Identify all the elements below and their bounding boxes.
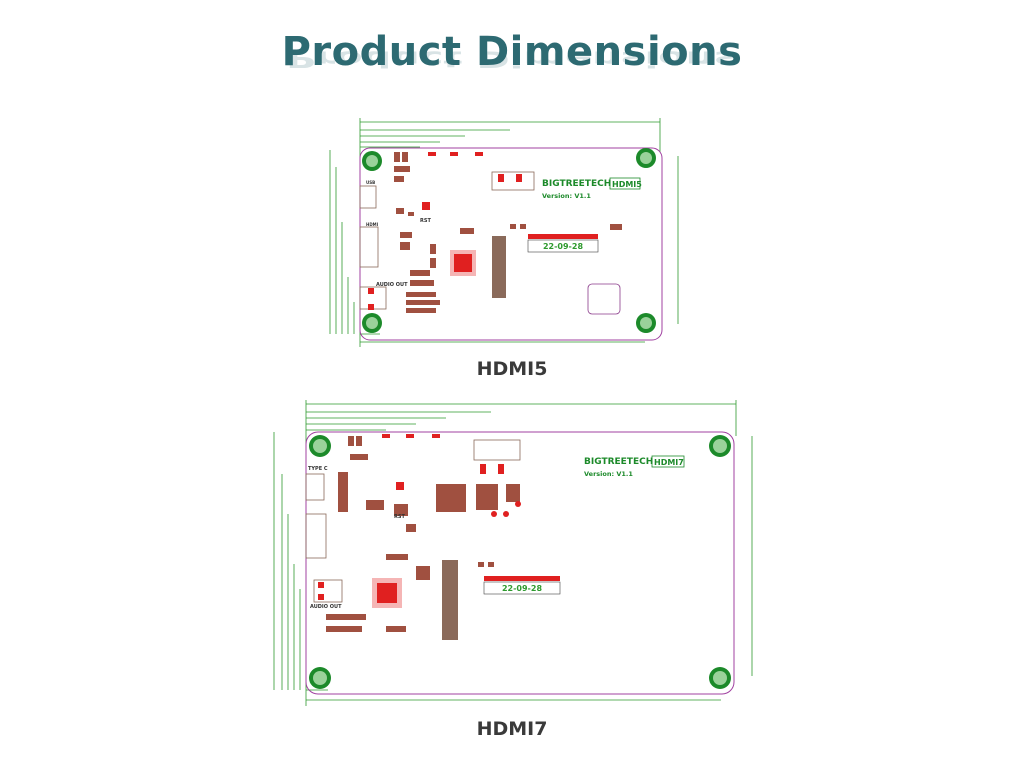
- hdmi5-version-label: Version: V1.1: [542, 192, 591, 200]
- hdmi5-caption: HDMI5: [476, 358, 548, 380]
- hdmi7-main-ic: [372, 578, 402, 608]
- hdmi5-usb-label: USB: [366, 180, 375, 185]
- hdmi5-ribbon-connector: [528, 234, 598, 239]
- hdmi5-brand-logo: BIGTREETECH: [542, 179, 611, 189]
- hdmi7-mounting-holes: [309, 435, 731, 689]
- hdmi7-board-outline: [305, 431, 735, 695]
- hdmi5-components: [394, 152, 622, 313]
- hdmi5-hdmi-label: HDMI: [366, 222, 379, 227]
- hdmi5-main-ic: [450, 250, 476, 276]
- hdmi7-brand-logo: BIGTREETECH: [584, 457, 653, 467]
- hdmi7-dimension-lines: [273, 400, 753, 706]
- page-title-reflection: Product Dimensions: [286, 46, 738, 72]
- hdmi7-header-pins: [442, 560, 458, 640]
- hdmi5-mounting-holes: [362, 148, 656, 333]
- hdmi5-rst-label: RST: [420, 218, 431, 224]
- hdmi7-ribbon-connector: [484, 576, 560, 581]
- hdmi7-model-label: HDMI7: [654, 458, 684, 467]
- hdmi7-drawing: 22-09-28 BIGTREETECH HDMI7 Version: V1.1…: [273, 400, 753, 706]
- hdmi5-header-pins: [492, 236, 506, 298]
- hdmi7-version-label: Version: V1.1: [584, 470, 633, 478]
- hdmi5-audio-label: AUDIO OUT: [376, 282, 408, 288]
- hdmi7-typec-label: TYPE C: [308, 466, 328, 472]
- hdmi5-red-pads: [368, 152, 522, 310]
- hdmi7-audio-label: AUDIO OUT: [310, 604, 342, 610]
- hdmi7-caption: HDMI7: [476, 718, 548, 740]
- title-block: Product Dimensions Product Dimensions: [0, 28, 1024, 108]
- hdmi5-drawing: 22-09-28 BIGTREETECH HDMI5 Version: V1.1…: [329, 118, 679, 347]
- hdmi7-date-label: 22-09-28: [502, 584, 542, 593]
- hdmi5-model-label: HDMI5: [612, 180, 642, 189]
- hdmi5-dimension-lines: [329, 118, 679, 347]
- hdmi7-components: [326, 436, 520, 632]
- hdmi5-date-label: 22-09-28: [543, 242, 583, 251]
- page-title: Product Dimensions: [281, 29, 743, 75]
- hdmi5-connectors: [359, 171, 535, 310]
- hdmi7-connectors: [305, 439, 521, 603]
- hdmi7-rst-label: RST: [394, 514, 405, 520]
- hdmi7-red-pads: [318, 434, 521, 600]
- hdmi5-fiducial: [587, 283, 621, 315]
